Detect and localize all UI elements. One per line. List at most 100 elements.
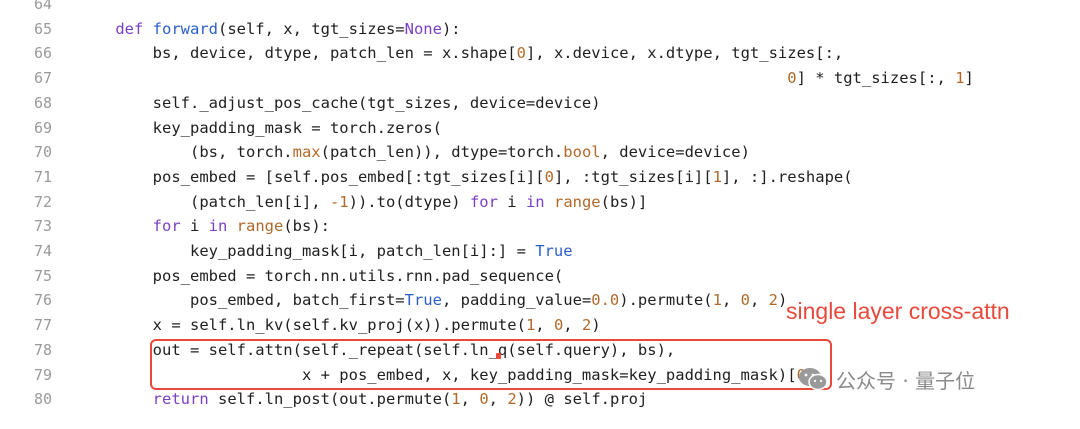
watermark-text: 公众号 · 量子位 [836, 368, 976, 393]
code-token: for [469, 192, 498, 211]
code-token: 0 [553, 316, 564, 335]
line-number: 64 [33, 0, 52, 13]
code-token: forward [152, 19, 218, 38]
code-token: , [535, 316, 554, 335]
code-token: 1 [712, 291, 722, 310]
line-number: 78 [33, 340, 52, 359]
code-token: for [152, 217, 181, 236]
code-line: 70 (bs, torch.max(patch_len)), dtype=tor… [0, 140, 1080, 165]
code-token: in [208, 217, 228, 236]
code-text: (patch_len[i], -1)).to(dtype) for i in r… [78, 190, 647, 215]
code-token: pos_embed = torch.nn.utils.rnn.pad_seque… [78, 266, 564, 285]
code-line: 64 [0, 0, 1080, 17]
code-text: x = self.ln_kv(self.kv_proj(x)).permute(… [78, 313, 601, 338]
code-line: 68 self._adjust_pos_cache(tgt_sizes, dev… [0, 91, 1080, 116]
code-text: pos_embed = torch.nn.utils.rnn.pad_seque… [78, 264, 564, 289]
code-token: ], :tgt_sizes[i][ [553, 167, 713, 186]
code-token: key_padding_mask[i, patch_len[i]:] = [78, 242, 536, 260]
code-line: 72 (patch_len[i], -1)).to(dtype) for i i… [0, 190, 1080, 215]
line-number: 70 [33, 143, 52, 162]
code-token: i [497, 192, 526, 211]
text-cursor [496, 353, 501, 359]
code-text: pos_embed, batch_first=True, padding_val… [78, 288, 787, 313]
code-line: 73 for i in range(bs): [0, 214, 1080, 239]
code-token: range [553, 192, 601, 211]
code-token: 0.0 [591, 291, 620, 310]
code-token: -1 [329, 192, 349, 211]
annotation-label: single layer cross-attn [786, 298, 1010, 324]
line-number: 72 [33, 192, 52, 211]
code-token: self.ln_post(out.permute( [208, 390, 452, 409]
code-line: 66 bs, device, dtype, patch_len = x.shap… [0, 41, 1080, 66]
code-token: ) [591, 316, 601, 335]
code-token: range [236, 217, 284, 236]
code-token [78, 217, 153, 235]
code-token: (self, x, tgt_sizes= [217, 19, 405, 38]
line-number: 74 [33, 242, 52, 260]
code-line: 67 0] * tgt_sizes[:, 1] [0, 66, 1080, 91]
line-number: 77 [33, 316, 52, 335]
code-token: 2 [581, 316, 592, 335]
line-number: 68 [33, 93, 52, 112]
code-token: , [749, 291, 769, 310]
code-token: def [115, 19, 153, 38]
code-text: for i in range(bs): [78, 214, 330, 239]
code-token: 0 [479, 390, 489, 409]
code-token: max [292, 143, 321, 162]
code-token: , [563, 316, 582, 335]
code-token: ) [777, 291, 788, 310]
wechat-icon [799, 368, 828, 391]
line-number: 69 [33, 118, 52, 137]
code-token: 0 [516, 44, 526, 63]
code-text: pos_embed = [self.pos_embed[:tgt_sizes[i… [78, 165, 853, 190]
code-token: self._adjust_pos_cache(tgt_sizes, device… [78, 93, 601, 112]
line-number: 76 [33, 291, 52, 310]
line-number: 66 [33, 44, 52, 63]
code-token: 1 [451, 390, 461, 409]
code-token: ).permute( [619, 291, 713, 310]
code-line: 65 def forward(self, x, tgt_sizes=None): [0, 17, 1080, 42]
code-token: , device=device) [600, 143, 750, 162]
code-token: 1 [525, 316, 536, 335]
code-token: x + pos_embed, x, key_padding_mask=key_p… [78, 365, 797, 384]
code-token: out = self.attn(self._repeat(self.ln_q(s… [78, 340, 676, 359]
code-token: 0 [740, 291, 750, 310]
code-token: 2 [768, 291, 778, 310]
code-line: 75 pos_embed = torch.nn.utils.rnn.pad_se… [0, 264, 1080, 289]
code-token: , [488, 390, 508, 409]
highlight-box [150, 339, 832, 390]
code-text: return self.ln_post(out.permute(1, 0, 2)… [78, 387, 648, 412]
code-line: 69 key_padding_mask = torch.zeros( [0, 116, 1080, 141]
code-token: 1 [955, 69, 965, 88]
line-number: 67 [33, 69, 52, 88]
watermark: 公众号 · 量子位 [798, 364, 975, 394]
code-line: 80 return self.ln_post(out.permute(1, 0,… [0, 387, 1080, 412]
code-text: out = self.attn(self._repeat(self.ln_q(s… [78, 338, 676, 363]
code-line: 77 x = self.ln_kv(self.kv_proj(x)).permu… [0, 313, 1080, 338]
code-token: (patch_len)), dtype=torch. [320, 143, 564, 162]
code-token: (bs)] [600, 192, 648, 211]
line-number: 71 [33, 167, 52, 186]
code-token: x = self.ln_kv(self.kv_proj(x)).permute( [78, 316, 526, 335]
code-text: bs, device, dtype, patch_len = x.shape[0… [78, 41, 844, 66]
code-token: , [460, 390, 480, 409]
line-number: 73 [33, 217, 52, 236]
code-text: key_padding_mask = torch.zeros( [78, 116, 442, 141]
code-line: 71 pos_embed = [self.pos_embed[:tgt_size… [0, 165, 1080, 190]
code-token: True [404, 291, 442, 310]
code-token: , padding_value= [441, 291, 592, 310]
code-token: key_padding_mask = torch.zeros( [78, 118, 442, 137]
code-token [545, 193, 554, 211]
code-token: ], :].reshape( [721, 167, 853, 186]
code-token: (patch_len[i], [78, 192, 330, 211]
code-token: , [721, 291, 741, 310]
code-text: 0] * tgt_sizes[:, 1] [78, 66, 974, 91]
code-token: ): [441, 19, 461, 38]
code-token [78, 69, 787, 87]
code-token [227, 217, 236, 235]
code-text: (bs, torch.max(patch_len)), dtype=torch.… [78, 140, 750, 165]
code-line: 76 pos_embed, batch_first=True, padding_… [0, 288, 1080, 313]
code-token: return [152, 390, 209, 409]
code-token: pos_embed, batch_first= [78, 291, 405, 310]
